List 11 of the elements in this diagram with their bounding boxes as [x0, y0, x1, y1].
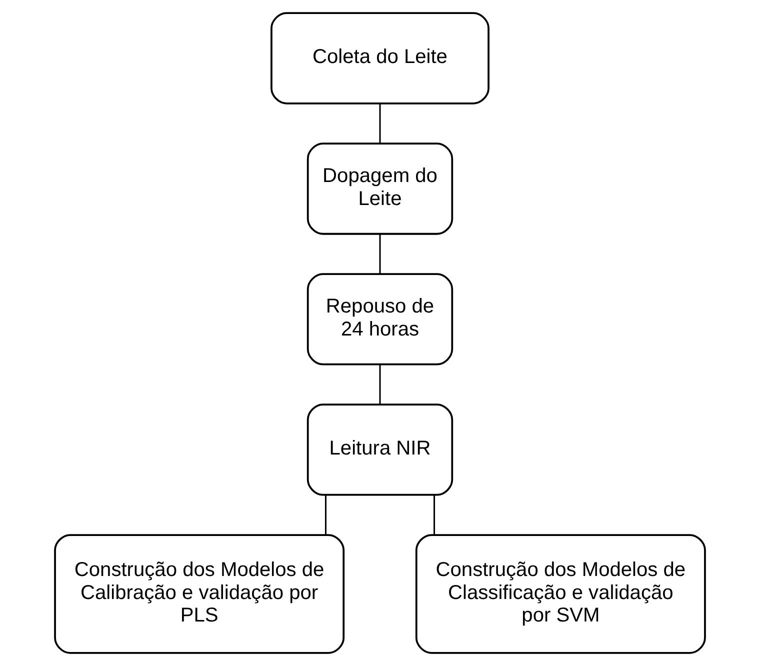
connector [324, 494, 326, 535]
connector [379, 364, 381, 404]
node-box: Construção dos Modelos de Calibração e validação por PLS [54, 534, 345, 654]
connector [379, 103, 381, 144]
connector [434, 494, 436, 535]
node-box: Repouso de 24 horas [306, 273, 454, 366]
connector [379, 234, 381, 274]
node-box: Construção dos Modelos de Classificação e validação por SVM [415, 534, 706, 654]
node-box: Leitura NIR [306, 404, 454, 496]
node-box: Dopagem do Leite [306, 142, 454, 235]
node-box: Coleta do Leite [270, 12, 490, 104]
